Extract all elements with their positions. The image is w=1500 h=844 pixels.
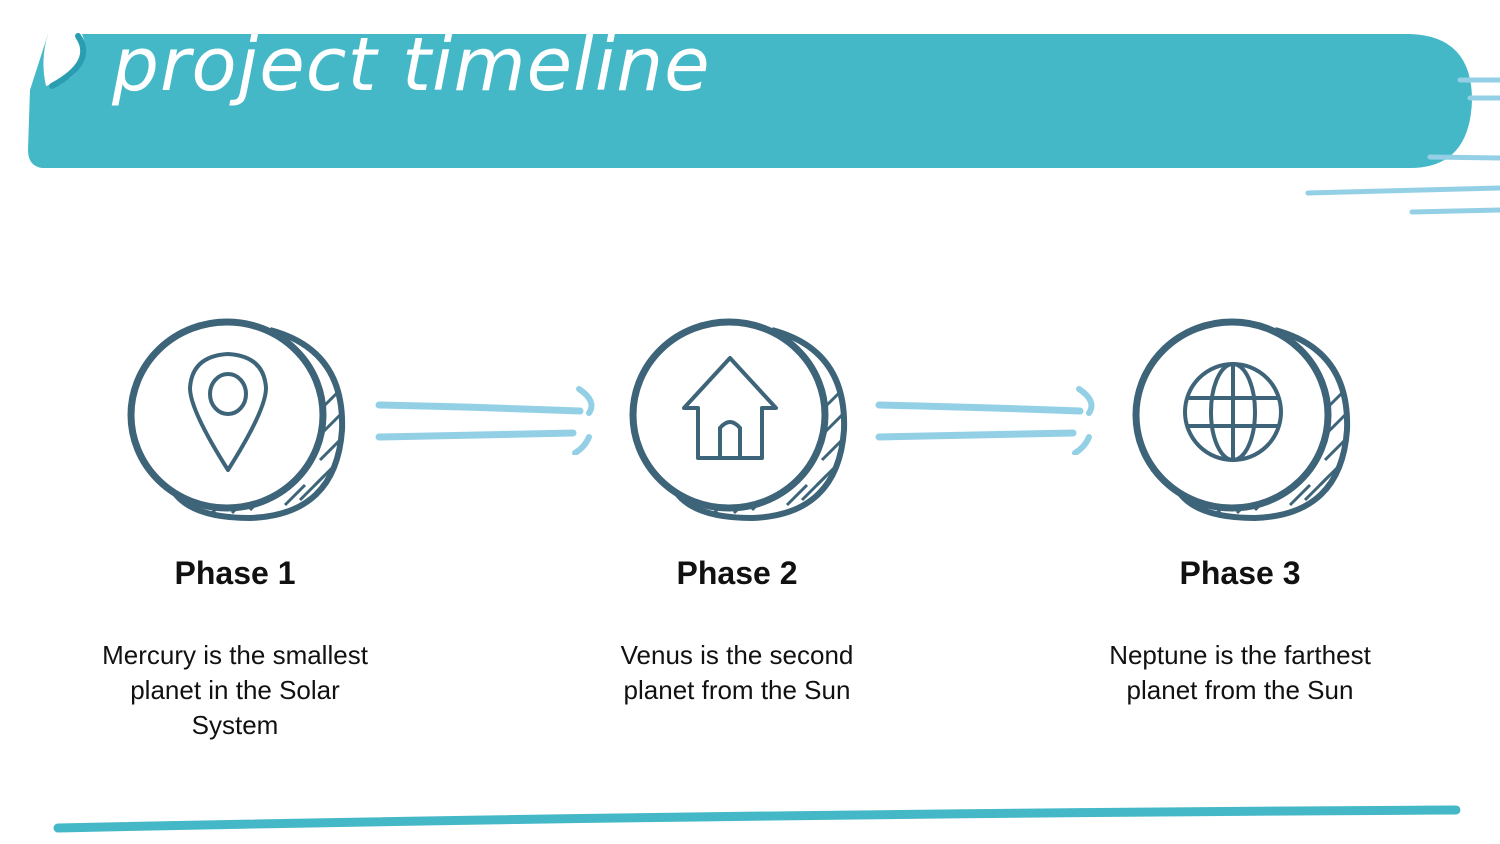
coin-badge bbox=[127, 318, 346, 522]
arrow-icon bbox=[875, 386, 1095, 455]
phase-description: Venus is the second planet from the Sun bbox=[620, 640, 854, 705]
coin-badge bbox=[1132, 318, 1351, 522]
globe-icon bbox=[1183, 362, 1283, 462]
bottom-divider bbox=[53, 805, 1461, 833]
phase-title: Phase 2 bbox=[676, 555, 798, 591]
coin-badge bbox=[629, 318, 848, 522]
location-pin-icon bbox=[188, 352, 268, 472]
arrow-icon bbox=[375, 386, 595, 455]
phase-title: Phase 1 bbox=[174, 555, 296, 591]
phase-description: Neptune is the farthest planet from the … bbox=[1109, 640, 1371, 705]
house-icon bbox=[682, 356, 778, 460]
slide-title: project timeline bbox=[112, 22, 711, 108]
phase-title: Phase 3 bbox=[1179, 555, 1301, 591]
phase-description: Mercury is the smallest planet in the So… bbox=[102, 640, 368, 740]
title-banner bbox=[28, 33, 1500, 215]
